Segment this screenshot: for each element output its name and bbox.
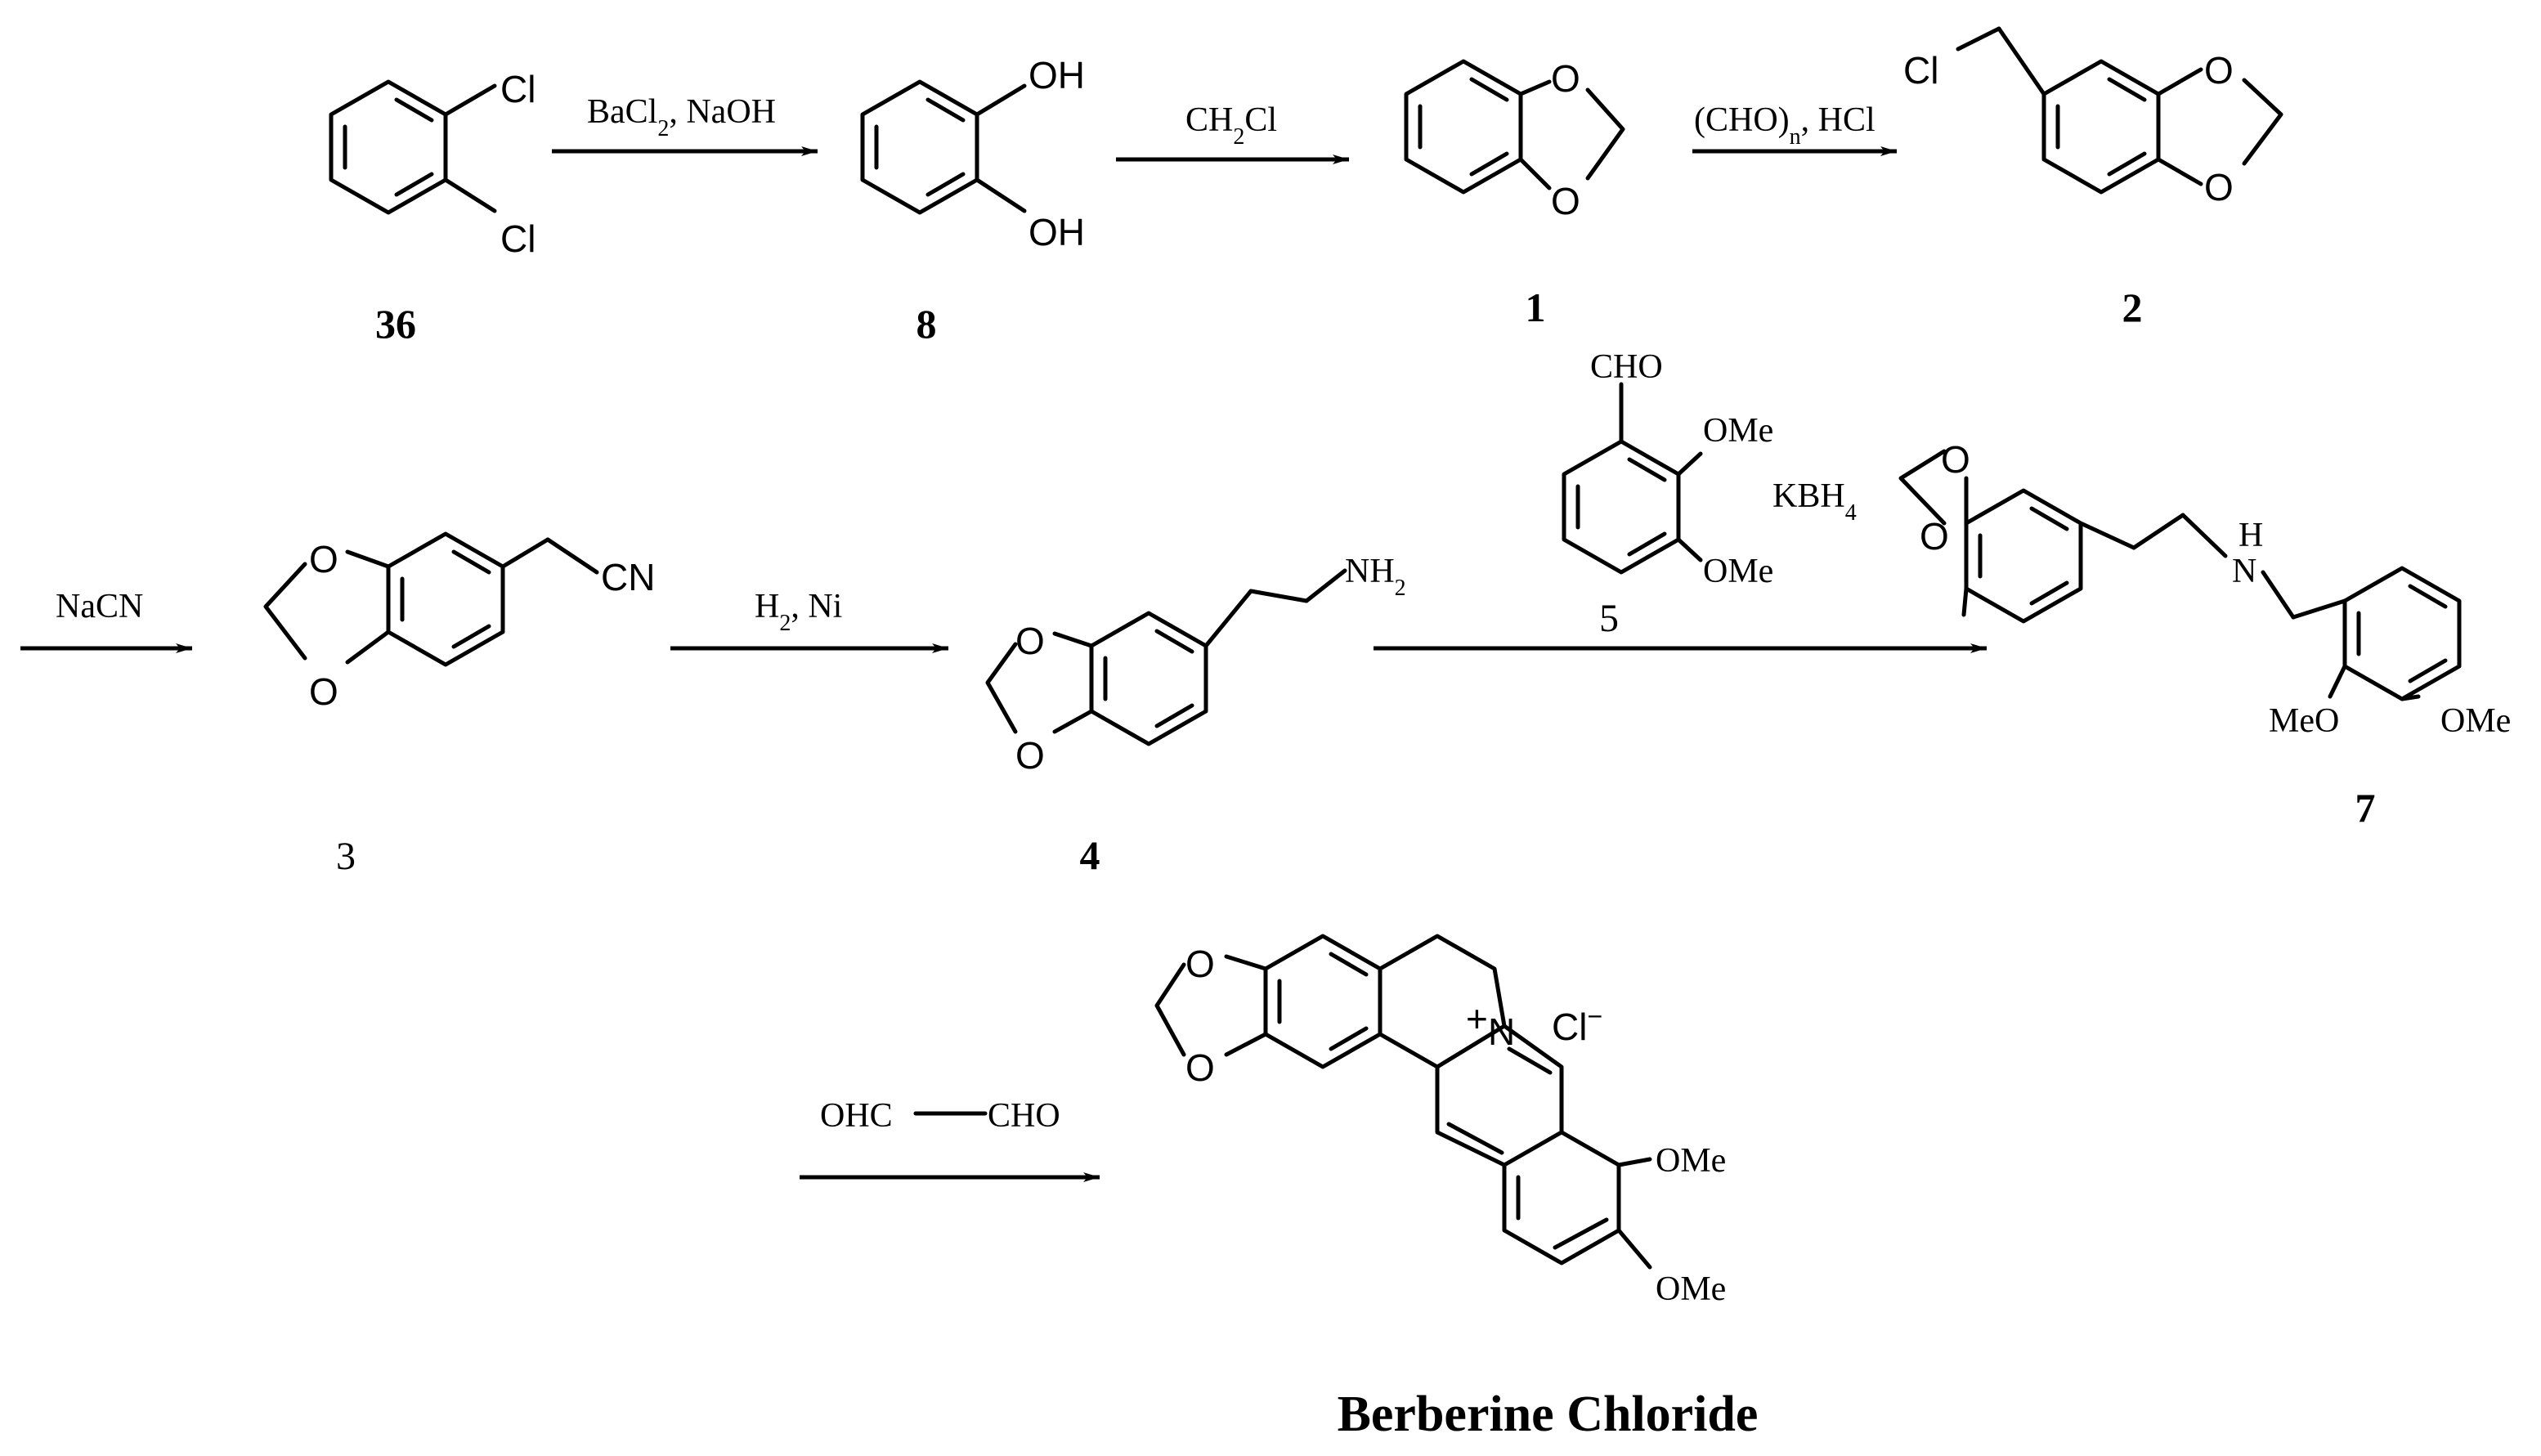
amine-hydrogen: H [2238, 517, 2263, 554]
benzene-ring [329, 79, 448, 215]
oxygen-atom: O [1920, 515, 1949, 558]
reagent-label: NaCN [56, 588, 143, 625]
compound-label: 8 [916, 301, 937, 347]
reagent-label: CH2Cl [1185, 101, 1277, 150]
compound-label: 3 [336, 835, 356, 878]
nitrile-group: CN [601, 556, 655, 598]
compound-label: 5 [1599, 597, 1619, 640]
chloro-atom: Cl [1903, 49, 1938, 92]
nitrogen-atom: N [1488, 1010, 1515, 1053]
compound-7: O O H N MeO OMe 7 [1898, 438, 2511, 831]
reaction-arrow-2: CH2Cl [1116, 101, 1349, 164]
methoxy-group: MeO [2269, 702, 2339, 740]
compound-label: 2 [2122, 284, 2143, 330]
aldehyde-group: CHO [1590, 348, 1663, 386]
double-bonds [343, 97, 434, 197]
chloro-atom: Cl [500, 217, 536, 260]
oxygen-atom: O [1941, 438, 1970, 481]
oxygen-atom: O [309, 670, 338, 713]
compound-1: O O 1 [1404, 57, 1625, 330]
reagent-label: BaCl2, NaOH [587, 93, 776, 141]
oxygen-atom: O [1015, 734, 1045, 777]
reaction-arrow-1: BaCl2, NaOH [552, 93, 818, 156]
hydroxyl-group: OH [1028, 211, 1085, 253]
reagent-label: H2, Ni [755, 588, 842, 636]
reagent-label: OHC [820, 1097, 893, 1135]
amine-nitrogen: N [2232, 553, 2256, 590]
compound-36: Cl Cl 36 [329, 68, 536, 347]
oxygen-atom: O [2204, 49, 2234, 92]
reaction-arrow-5: H2, Ni [670, 588, 948, 653]
oxygen-atom: O [1551, 57, 1580, 100]
compound-label: 7 [2355, 785, 2376, 831]
reaction-arrow-3: (CHO)n, HCl [1692, 101, 1897, 156]
compound-5: CHO OMe OMe KBH4 5 [1562, 348, 1857, 640]
oxygen-atom: O [1185, 1046, 1215, 1089]
compound-label: 36 [375, 301, 416, 347]
reagent-label: (CHO)n, HCl [1694, 101, 1876, 150]
oxygen-atom: O [1551, 180, 1580, 222]
compound-3: O O CN 3 [263, 531, 655, 878]
product-name: Berberine Chloride [1338, 1387, 1759, 1442]
reducing-agent-label: KBH4 [1772, 477, 1857, 526]
compound-label: 4 [1080, 832, 1100, 878]
nitrogen-cation-charge: + [1466, 997, 1488, 1040]
methoxy-group: OMe [1656, 1270, 1726, 1308]
oxygen-atom: O [309, 538, 338, 580]
compound-4: O O NH2 4 [985, 553, 1406, 878]
oxygen-atom: O [2204, 166, 2234, 208]
methoxy-group: OMe [2440, 702, 2511, 740]
methoxy-group: OMe [1656, 1142, 1726, 1180]
reaction-arrow-4: NaCN [20, 588, 192, 653]
methoxy-group: OMe [1703, 553, 1773, 590]
compound-2: Cl O O 2 [1903, 26, 2283, 330]
amine-group: NH2 [1345, 553, 1406, 601]
berberine-chloride: O O + N Cl− OMe OMe Berberine Chloride [1154, 934, 1759, 1442]
oxygen-atom: O [1185, 943, 1215, 985]
compound-8: OH OH 8 [860, 54, 1085, 347]
chloride-anion: Cl− [1552, 1001, 1602, 1048]
chloro-atom: Cl [500, 68, 536, 110]
compound-label: 1 [1526, 284, 1546, 330]
oxygen-atom: O [1015, 620, 1045, 662]
methoxy-group: OMe [1703, 412, 1773, 450]
reaction-arrow-7: OHC CHO [800, 1097, 1100, 1182]
reagent-label: CHO [988, 1097, 1060, 1135]
hydroxyl-group: OH [1028, 54, 1085, 96]
